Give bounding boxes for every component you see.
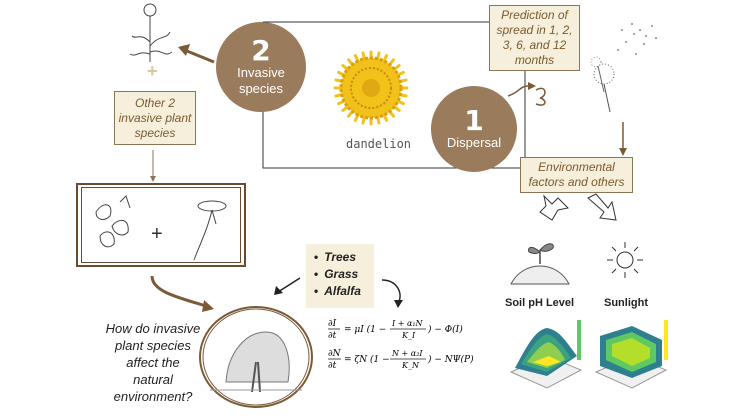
arrowhead-landscape bbox=[202, 300, 214, 312]
environment-line2: factors and others bbox=[528, 175, 625, 189]
arrowhead-bullets-right bbox=[394, 300, 403, 308]
vegetation-item-trees: Trees bbox=[314, 249, 374, 266]
plus-sign-top: + bbox=[147, 61, 158, 81]
prediction-line1: Prediction of bbox=[501, 8, 568, 22]
plants-frame-inner bbox=[81, 187, 241, 263]
arrow-bullets-left bbox=[277, 277, 301, 293]
step-2-circle: 2 Invasive species bbox=[216, 22, 306, 112]
soil-label: Soil pH Level bbox=[505, 297, 575, 309]
other-species-line3: species bbox=[134, 125, 176, 140]
svg-text:∂N: ∂N bbox=[328, 349, 342, 359]
seed-head-sketch bbox=[590, 23, 657, 113]
svg-text:) − NΨ(P): ) − NΨ(P) bbox=[427, 354, 474, 365]
prediction-line2: spread in 1, 2, bbox=[496, 23, 573, 37]
vegetation-item-alfalfa: Alfalfa bbox=[314, 283, 374, 300]
svg-text:) − Φ(I): ) − Φ(I) bbox=[427, 324, 463, 335]
dandelion-flower-icon bbox=[333, 50, 409, 126]
other-species-line2: invasive plant bbox=[118, 110, 192, 125]
question-line3: affect the bbox=[126, 355, 180, 370]
arrow-to-landscape bbox=[150, 275, 207, 308]
environment-line1: Environmental bbox=[538, 160, 615, 174]
svg-text:= μI (1 −: = μI (1 − bbox=[344, 324, 386, 335]
leaves-sketch bbox=[95, 195, 131, 248]
plus-sign-plants: + bbox=[151, 223, 163, 245]
model-equations: ∂I ∂t = μI (1 − I + α₁N K_I ) − Φ(I) ∂N … bbox=[328, 319, 474, 371]
step-2-label-line1: Invasive bbox=[237, 65, 285, 80]
soil-sprout-icon bbox=[510, 243, 570, 285]
step-1-circle: 1 Dispersal bbox=[431, 86, 517, 172]
landscape-circle bbox=[199, 306, 313, 408]
arrow-to-prediction bbox=[507, 85, 529, 97]
dandelion-caption: dandelion bbox=[346, 137, 412, 151]
arrowhead-bullets-left bbox=[274, 286, 283, 295]
svg-text:I + α₁N: I + α₁N bbox=[391, 319, 424, 328]
sunlight-label: Sunlight bbox=[604, 297, 648, 309]
surface-plot-sunlight bbox=[594, 320, 668, 389]
svg-text:N + α₂I: N + α₂I bbox=[391, 349, 423, 358]
question-line1: How do invasive bbox=[105, 321, 201, 336]
research-question: How do invasive plant species affect the… bbox=[88, 320, 218, 405]
plants-frame bbox=[76, 183, 246, 267]
prediction-line3: 3, 6, and 12 bbox=[502, 38, 567, 52]
other-species-line1: Other 2 bbox=[134, 95, 176, 110]
question-line5: environment? bbox=[113, 389, 193, 404]
step-2-number: 2 bbox=[251, 34, 271, 67]
prediction-line4: months bbox=[514, 53, 555, 67]
vegetation-list: Trees Grass Alfalfa bbox=[306, 244, 374, 308]
step-1-number: 1 bbox=[464, 104, 484, 137]
outline-arrow-sun bbox=[587, 193, 617, 221]
svg-text:∂t: ∂t bbox=[328, 331, 337, 341]
other-species-note: Other 2 invasive plant species bbox=[114, 91, 196, 145]
arrowhead-dandelion bbox=[178, 44, 190, 56]
step-2-label-line2: species bbox=[238, 81, 284, 96]
sun-icon bbox=[607, 242, 643, 278]
hemlock-sketch bbox=[193, 200, 227, 261]
arrowhead-prediction bbox=[528, 82, 536, 90]
outline-arrow-soil bbox=[539, 194, 570, 221]
environment-note: Environmental factors and others bbox=[520, 157, 633, 193]
arrowhead-plants bbox=[150, 176, 156, 182]
svg-text:K_N: K_N bbox=[401, 361, 420, 370]
question-line2: plant species bbox=[115, 338, 191, 353]
dandelion-sketch bbox=[129, 3, 173, 62]
prediction-note: Prediction of spread in 1, 2, 3, 6, and … bbox=[489, 5, 580, 71]
svg-text:∂t: ∂t bbox=[328, 361, 337, 371]
svg-text:K_I: K_I bbox=[401, 331, 416, 340]
question-line4: natural bbox=[133, 372, 173, 387]
arrowhead-environment bbox=[619, 148, 627, 156]
squiggle bbox=[535, 87, 546, 106]
surface-plot-soil bbox=[509, 320, 583, 389]
svg-text:= ζN (1 −: = ζN (1 − bbox=[344, 354, 390, 365]
step-1-label: Dispersal bbox=[446, 135, 502, 150]
svg-text:∂I: ∂I bbox=[328, 319, 337, 329]
vegetation-item-grass: Grass bbox=[314, 266, 374, 283]
